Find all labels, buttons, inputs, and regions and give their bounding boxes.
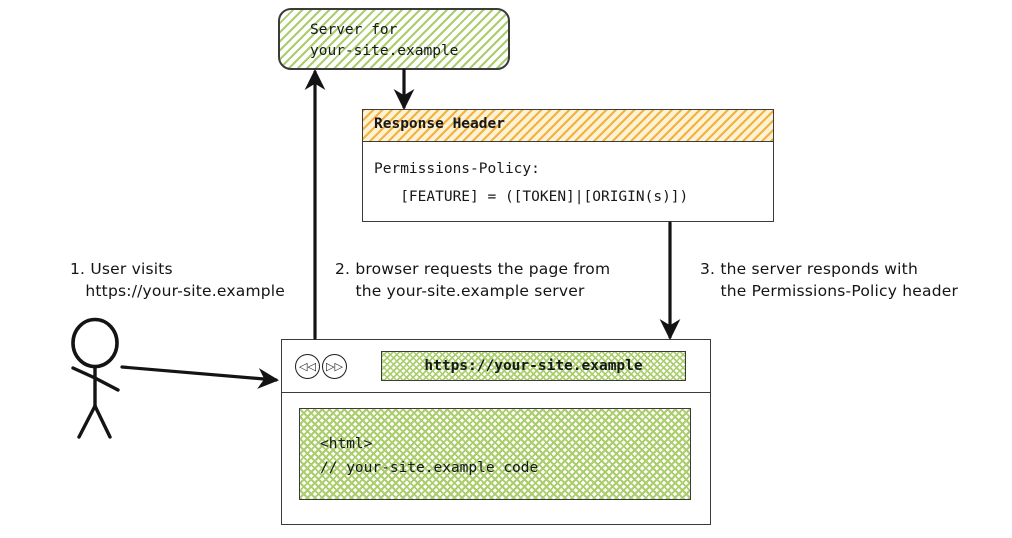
browser-window: ◁◁ ▷▷ https://your-site.example <html> /… — [281, 339, 711, 525]
stick-figure-arm-left — [71, 366, 97, 380]
response-header-box: Response Header Permissions-Policy: [FEA… — [362, 109, 774, 222]
annotation-2-line2: the your-site.example server — [335, 282, 585, 300]
annotation-1-line1: 1. User visits — [70, 260, 173, 278]
permissions-policy-key: Permissions-Policy: — [374, 161, 540, 177]
response-header-title-bar: Response Header — [363, 110, 773, 142]
annotation-1: 1. User visits https://your-site.example — [70, 258, 285, 302]
browser-toolbar: ◁◁ ▷▷ https://your-site.example — [282, 340, 710, 393]
url-text: https://your-site.example — [424, 358, 643, 374]
page-code: <html> // your-site.example code — [320, 433, 538, 481]
stick-figure-arm-right — [93, 376, 120, 392]
stick-figure-head — [71, 317, 119, 369]
permissions-policy-value: [FEATURE] = ([TOKEN]|[ORIGIN(s)]) — [374, 189, 689, 206]
stick-figure-leg-right — [93, 404, 112, 439]
response-header-body: Permissions-Policy: [FEATURE] = ([TOKEN]… — [363, 142, 773, 212]
arrow-user-to-browser — [120, 365, 279, 389]
server-label: Server for your-site.example — [310, 20, 458, 62]
annotation-3-line1: 3. the server responds with — [700, 260, 918, 278]
annotation-3: 3. the server responds with the Permissi… — [700, 258, 958, 302]
annotation-1-line2: https://your-site.example — [70, 282, 286, 300]
server-label-line2: your-site.example — [310, 43, 459, 60]
url-bar[interactable]: https://your-site.example — [381, 351, 686, 381]
annotation-3-line2: the Permissions-Policy header — [700, 282, 959, 300]
forward-icon[interactable]: ▷▷ — [322, 354, 347, 379]
server-label-line1: Server for — [310, 22, 398, 38]
annotation-2: 2. browser requests the page from the yo… — [335, 258, 610, 302]
page-code-line2: // your-site.example code — [320, 459, 539, 476]
annotation-2-line1: 2. browser requests the page from — [335, 260, 611, 278]
back-icon[interactable]: ◁◁ — [295, 354, 320, 379]
stick-figure-leg-left — [77, 404, 97, 439]
response-header-title: Response Header — [374, 116, 505, 132]
server-box: Server for your-site.example — [278, 8, 510, 70]
page-code-line1: <html> — [320, 436, 373, 452]
user-stick-figure — [71, 317, 120, 439]
browser-page-content: <html> // your-site.example code — [299, 408, 691, 500]
